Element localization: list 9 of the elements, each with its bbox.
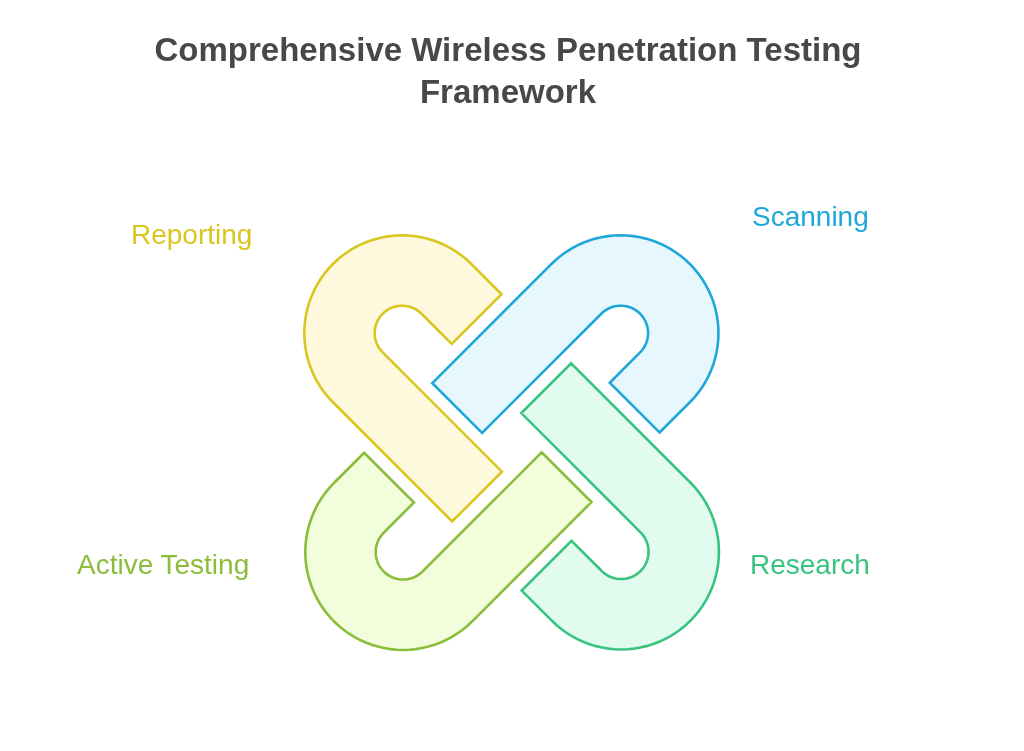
stage-label: Scanning [752, 201, 869, 233]
stage-label: Reporting [131, 219, 253, 251]
stage-label: Research [750, 549, 870, 581]
stage-label: Active Testing [77, 549, 250, 581]
chain-link [519, 361, 720, 651]
chain-link [430, 233, 720, 435]
diagram-title: Comprehensive Wireless Penetration Testing Framework [153, 30, 863, 112]
chain-link [303, 234, 504, 524]
chain-link [303, 450, 593, 651]
